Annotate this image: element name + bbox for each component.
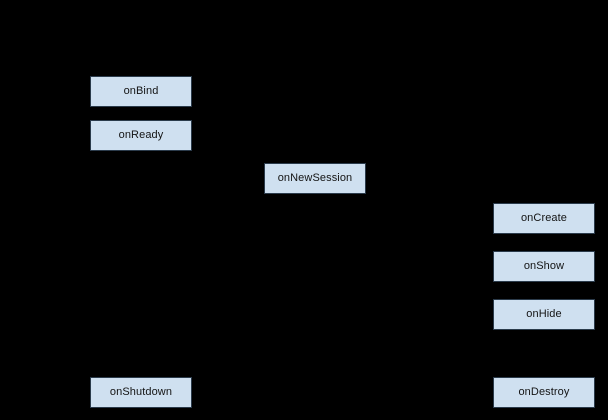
node-on-new-session[interactable]: onNewSession <box>264 163 366 194</box>
node-on-shutdown[interactable]: onShutdown <box>90 377 192 408</box>
node-on-show[interactable]: onShow <box>493 251 595 282</box>
node-on-destroy[interactable]: onDestroy <box>493 377 595 408</box>
node-label: onBind <box>123 85 159 97</box>
node-label: onDestroy <box>518 386 570 398</box>
node-on-create[interactable]: onCreate <box>493 203 595 234</box>
node-label: onReady <box>118 129 164 141</box>
node-label: onShutdown <box>109 386 173 398</box>
node-label: onCreate <box>520 212 568 224</box>
node-label: onNewSession <box>277 172 353 184</box>
node-label: onShow <box>523 260 565 272</box>
node-label: onHide <box>526 308 562 320</box>
node-on-ready[interactable]: onReady <box>90 120 192 151</box>
node-on-bind[interactable]: onBind <box>90 76 192 107</box>
node-on-hide[interactable]: onHide <box>493 299 595 330</box>
